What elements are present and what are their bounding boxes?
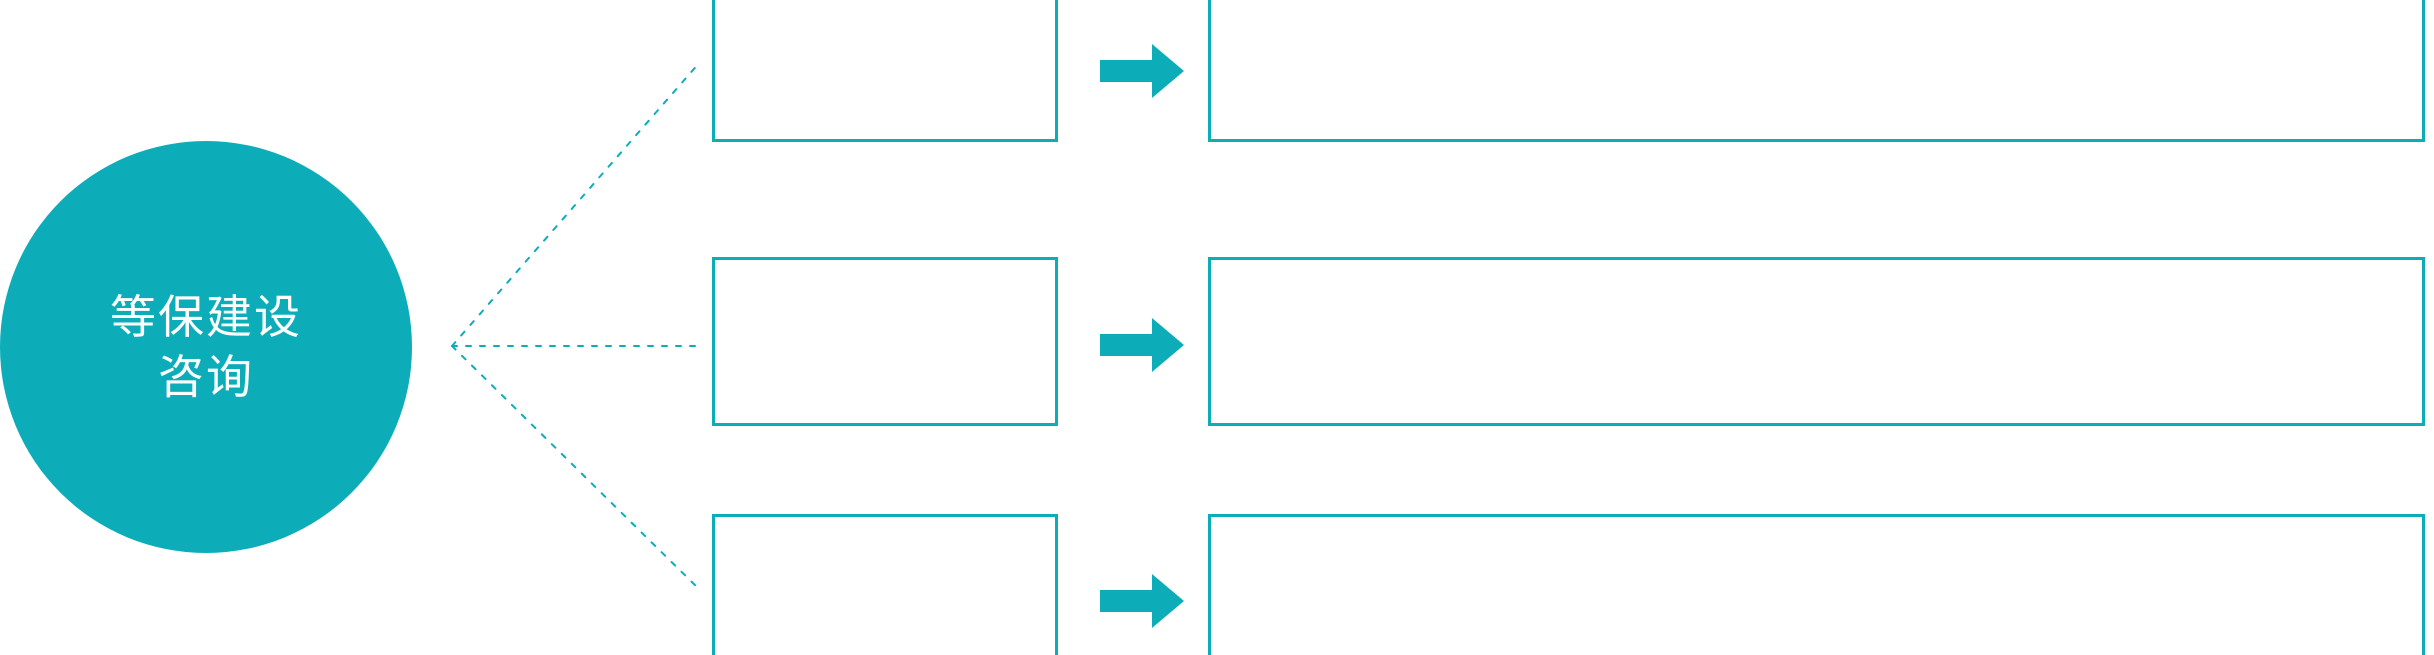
detail-box-row-3[interactable]	[1208, 514, 2425, 655]
stage-box-row-3[interactable]	[712, 514, 1058, 655]
hub-label-line-1: 等保建设	[110, 291, 302, 343]
right-arrow-icon-row-2	[1100, 318, 1184, 372]
diagram-row-1	[0, 0, 2434, 142]
stage-box-row-1[interactable]	[712, 0, 1058, 142]
right-arrow-icon-row-1	[1100, 44, 1184, 98]
diagram-row-3	[0, 514, 2434, 655]
detail-box-row-1[interactable]	[1208, 0, 2425, 142]
hub-circle[interactable]: 等保建设 咨询	[0, 141, 412, 553]
detail-box-row-2[interactable]	[1208, 257, 2425, 426]
hub-label-line-2: 咨询	[158, 351, 254, 403]
right-arrow-icon-row-3	[1100, 574, 1184, 628]
diagram-row-2	[0, 257, 2434, 426]
stage-box-row-2[interactable]	[712, 257, 1058, 426]
